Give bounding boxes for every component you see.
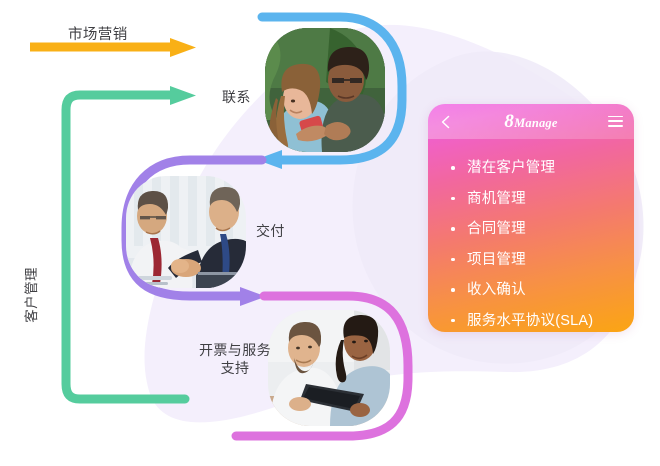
menu-item-lead-management[interactable]: 潜在客户管理 xyxy=(450,161,634,176)
brand-logo: 8Manage xyxy=(428,111,634,133)
label-support: 开票与服务支持 xyxy=(199,342,271,377)
panel-header: 8Manage xyxy=(428,104,634,139)
customer-management-arrow xyxy=(61,86,196,404)
chevron-left-icon[interactable] xyxy=(439,115,453,129)
support-arrow xyxy=(231,291,413,441)
panel-menu-list: 潜在客户管理 商机管理 合同管理 项目管理 收入确认 服务水平协议(SLA) xyxy=(428,139,634,328)
manage-app-panel: 8Manage 潜在客户管理 商机管理 合同管理 项目管理 收入确认 服务水平协… xyxy=(428,104,634,332)
contact-photo xyxy=(265,28,385,152)
contact-arrow xyxy=(256,12,407,169)
menu-item-revenue-recognition[interactable]: 收入确认 xyxy=(450,283,634,298)
menu-item-opportunity[interactable]: 商机管理 xyxy=(450,191,634,207)
brand-word: Manage xyxy=(514,115,558,130)
support-photo xyxy=(268,310,390,426)
label-contact: 联系 xyxy=(222,89,251,105)
brand-symbol: 8 xyxy=(504,110,515,132)
label-delivery: 交付 xyxy=(256,223,285,239)
menu-item-project[interactable]: 项目管理 xyxy=(450,252,634,268)
menu-item-sla[interactable]: 服务水平协议(SLA) xyxy=(450,313,634,329)
delivery-photo xyxy=(126,176,246,288)
hamburger-menu-icon[interactable] xyxy=(608,115,623,128)
label-customer-management: 客户管理 xyxy=(24,267,40,323)
menu-item-contract[interactable]: 合同管理 xyxy=(450,222,634,237)
label-marketing: 市场营销 xyxy=(68,27,128,43)
marketing-arrow xyxy=(30,38,196,57)
